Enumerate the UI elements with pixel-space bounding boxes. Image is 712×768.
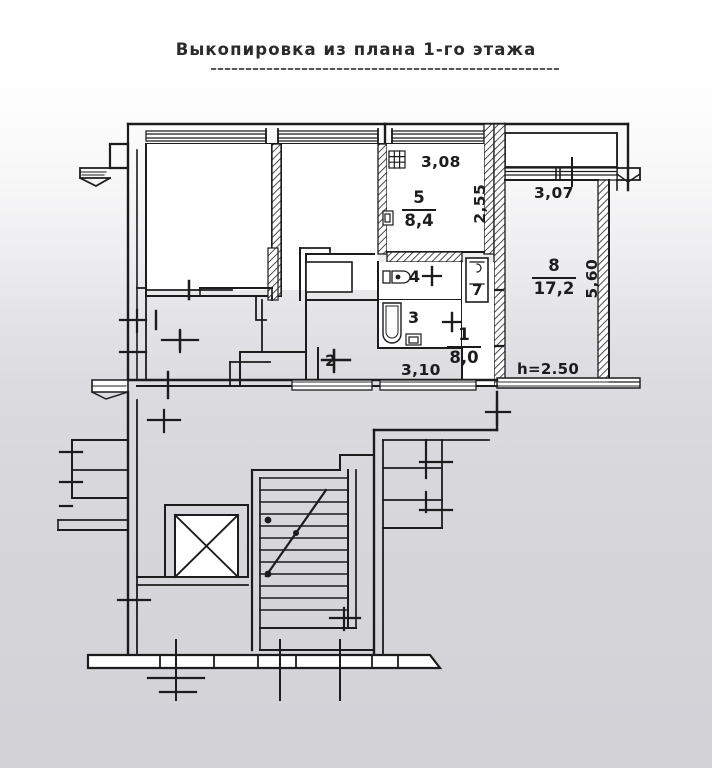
room-number-8: 8 <box>548 256 560 275</box>
title-underline <box>211 68 559 70</box>
room-area-1: 8,0 <box>449 347 479 367</box>
title-block: Выкопировка из плана 1-го этажа <box>0 40 712 61</box>
dimension-hall-width: 3,10 <box>401 361 441 379</box>
room-number-7: 7 <box>472 281 483 299</box>
room-tag-8: 8 17,2 <box>527 256 581 298</box>
room-tag-rule-1 <box>447 345 481 348</box>
room-number-1: 1 <box>458 325 470 344</box>
room-tag-rule-5 <box>402 208 436 211</box>
dimension-kitchen-depth: 2,55 <box>471 183 490 224</box>
room-number-4: 4 <box>409 267 421 286</box>
room-tag-5: 5 8,4 <box>398 188 440 230</box>
room-area-5: 8,4 <box>404 210 434 230</box>
room-number-3: 3 <box>408 308 420 327</box>
dimension-living-depth: 5,60 <box>583 258 602 299</box>
page-title: Выкопировка из плана 1-го этажа <box>175 40 537 59</box>
room-tag-1: 1 8,0 <box>443 325 485 367</box>
room-number-5: 5 <box>413 188 425 207</box>
ceiling-height-label: h=2.50 <box>517 360 580 378</box>
dimension-living-width: 3,07 <box>534 184 574 202</box>
room-area-8: 17,2 <box>533 278 575 298</box>
room-tag-rule-8 <box>532 276 576 279</box>
dimension-kitchen-width: 3,08 <box>421 153 461 171</box>
room-number-2: 2 <box>325 351 337 370</box>
